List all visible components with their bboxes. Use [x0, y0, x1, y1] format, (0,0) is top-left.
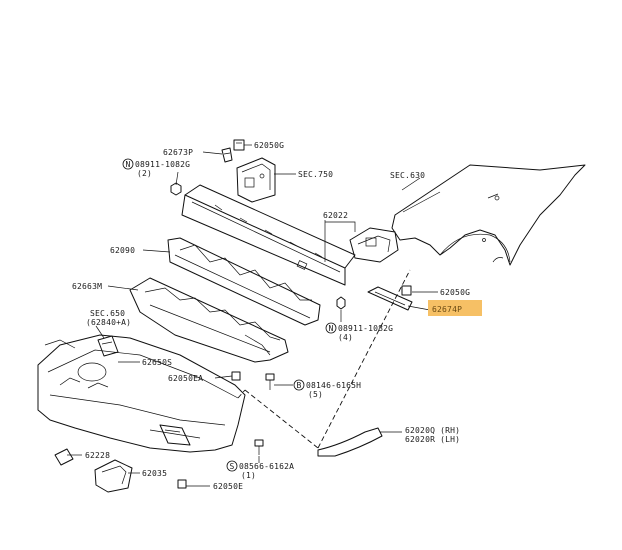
- label-sec650-sub: (62840+A): [86, 318, 131, 327]
- cap-62228-drawing: [54, 448, 74, 466]
- label-sec750: SEC.750: [298, 170, 333, 179]
- clip-62673P-drawing: [221, 147, 233, 163]
- label-08911-bottom: 08911-1082G: [338, 324, 393, 333]
- bolt-08146-drawing: [265, 373, 275, 390]
- reference-lines: [237, 269, 411, 449]
- nut-symbol-top: N: [122, 158, 134, 170]
- grommet-62650S-drawing: [97, 335, 119, 357]
- clip-62050E-drawing: [177, 479, 187, 489]
- bracket-62674P-drawing: [367, 286, 413, 311]
- label-62050E: 62050E: [213, 482, 243, 491]
- fog-cover-62035-drawing: [94, 459, 133, 493]
- label-62090: 62090: [110, 246, 135, 255]
- svg-text:B: B: [297, 381, 302, 390]
- bolt-symbol: B: [293, 379, 305, 391]
- svg-text:N: N: [126, 160, 131, 169]
- label-62050G-right: 62050G: [440, 288, 470, 297]
- beam-stay-right-drawing: [349, 227, 399, 263]
- label-sec650: SEC.650: [90, 309, 125, 318]
- label-62022: 62022: [323, 211, 348, 220]
- clip-62050G-right-drawing: [401, 285, 412, 296]
- nut-bottom-drawing: [336, 296, 346, 310]
- leader-lines: [67, 144, 438, 487]
- label-62650S: 62650S: [142, 358, 172, 367]
- label-08146: 08146-6165H: [306, 381, 361, 390]
- svg-text:N: N: [329, 324, 334, 333]
- screw-symbol: S: [226, 460, 238, 472]
- label-qty-5: (5): [308, 390, 323, 399]
- label-qty-bottom: (4): [338, 333, 353, 342]
- label-62035: 62035: [142, 469, 167, 478]
- label-qty-1: (1): [241, 471, 256, 480]
- label-62673P: 62673P: [163, 148, 193, 157]
- clip-62050EA-drawing: [231, 371, 241, 381]
- nut-symbol-bottom: N: [325, 322, 337, 334]
- label-62050G-top: 62050G: [254, 141, 284, 150]
- energy-absorber-drawing: [167, 237, 321, 326]
- label-62020Q: 62020Q (RH): [405, 426, 460, 435]
- label-qty-top: (2): [137, 169, 152, 178]
- label-62663M: 62663M: [72, 282, 102, 291]
- screw-08566-drawing: [254, 439, 264, 455]
- undercover-drawing: [129, 277, 289, 363]
- clip-62050G-top-drawing: [233, 139, 245, 151]
- label-62050EA: 62050EA: [168, 374, 203, 383]
- beam-stay-left-drawing: [236, 157, 276, 203]
- label-62674P: 62674P: [432, 305, 462, 314]
- label-08566: 08566-6162A: [239, 462, 294, 471]
- label-62020R: 62020R (LH): [405, 435, 460, 444]
- label-62228: 62228: [85, 451, 110, 460]
- svg-text:S: S: [230, 462, 235, 471]
- bumper-fascia-drawing: [37, 334, 246, 453]
- bumper-reinforcement-drawing: [181, 184, 356, 286]
- label-sec630: SEC.630: [390, 171, 425, 180]
- highlight-62674P: [428, 300, 482, 316]
- label-08911-top: 08911-1082G: [135, 160, 190, 169]
- side-molding-drawing: [317, 427, 383, 457]
- fender-drawing: [391, 164, 586, 266]
